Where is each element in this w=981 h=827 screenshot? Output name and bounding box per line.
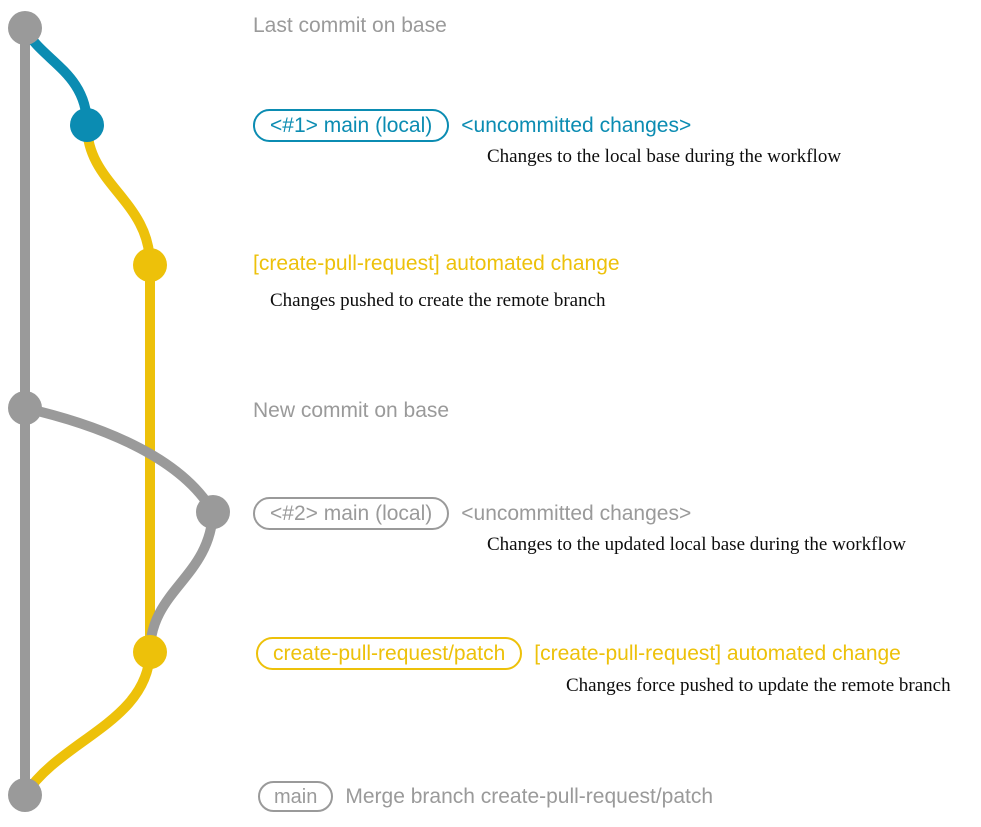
edge-patch2-to-merge bbox=[20, 647, 155, 800]
commit-row-uncommitted-changes-2: <#2> main (local) <uncommitted changes> bbox=[253, 497, 691, 530]
commit-row-uncommitted-changes-1: <#1> main (local) <uncommitted changes> bbox=[253, 109, 691, 142]
commit-nodes bbox=[8, 11, 230, 812]
node-automated-change-2 bbox=[133, 635, 167, 669]
node-merge-commit bbox=[8, 778, 42, 812]
ref-tag-main-local-2[interactable]: <#2> main (local) bbox=[253, 497, 450, 530]
commit-message: New commit on base bbox=[253, 399, 450, 422]
node-uncommitted-changes-1 bbox=[70, 108, 104, 142]
edge-local2-to-patch2 bbox=[145, 507, 218, 657]
commit-message: [create-pull-request] automated change bbox=[253, 252, 620, 275]
commit-row-merge-commit: main Merge branch create-pull-request/pa… bbox=[258, 781, 713, 812]
ref-tag-create-pull-request-patch[interactable]: create-pull-request/patch bbox=[256, 637, 523, 670]
edge-base-to-local2 bbox=[20, 403, 218, 517]
commit-message: <uncommitted changes> bbox=[461, 114, 692, 137]
commit-message: Merge branch create-pull-request/patch bbox=[345, 785, 714, 808]
node-last-commit-on-base bbox=[8, 11, 42, 45]
commit-row-new-commit-on-base: New commit on base bbox=[253, 400, 449, 421]
edge-local1-to-patch1 bbox=[82, 120, 155, 270]
commit-row-automated-change-1: [create-pull-request] automated change bbox=[253, 253, 620, 274]
ref-tag-main-local-1[interactable]: <#1> main (local) bbox=[253, 109, 450, 142]
node-uncommitted-changes-2 bbox=[196, 495, 230, 529]
edge-base-to-local1 bbox=[20, 23, 92, 130]
commit-message: <uncommitted changes> bbox=[461, 502, 692, 525]
ref-tag-main[interactable]: main bbox=[258, 781, 334, 812]
commit-row-last-commit-on-base: Last commit on base bbox=[253, 15, 447, 36]
commit-message: [create-pull-request] automated change bbox=[534, 642, 901, 665]
node-new-commit-on-base bbox=[8, 391, 42, 425]
commit-row-automated-change-2: create-pull-request/patch [create-pull-r… bbox=[256, 637, 901, 670]
commit-description-automated-change-2: Changes force pushed to update the remot… bbox=[566, 675, 951, 696]
commit-description-uncommitted-changes-2: Changes to the updated local base during… bbox=[487, 534, 906, 555]
commit-description-automated-change-1: Changes pushed to create the remote bran… bbox=[270, 290, 606, 311]
commit-message: Last commit on base bbox=[253, 14, 447, 37]
commit-description-uncommitted-changes-1: Changes to the local base during the wor… bbox=[487, 146, 842, 167]
node-automated-change-1 bbox=[133, 248, 167, 282]
